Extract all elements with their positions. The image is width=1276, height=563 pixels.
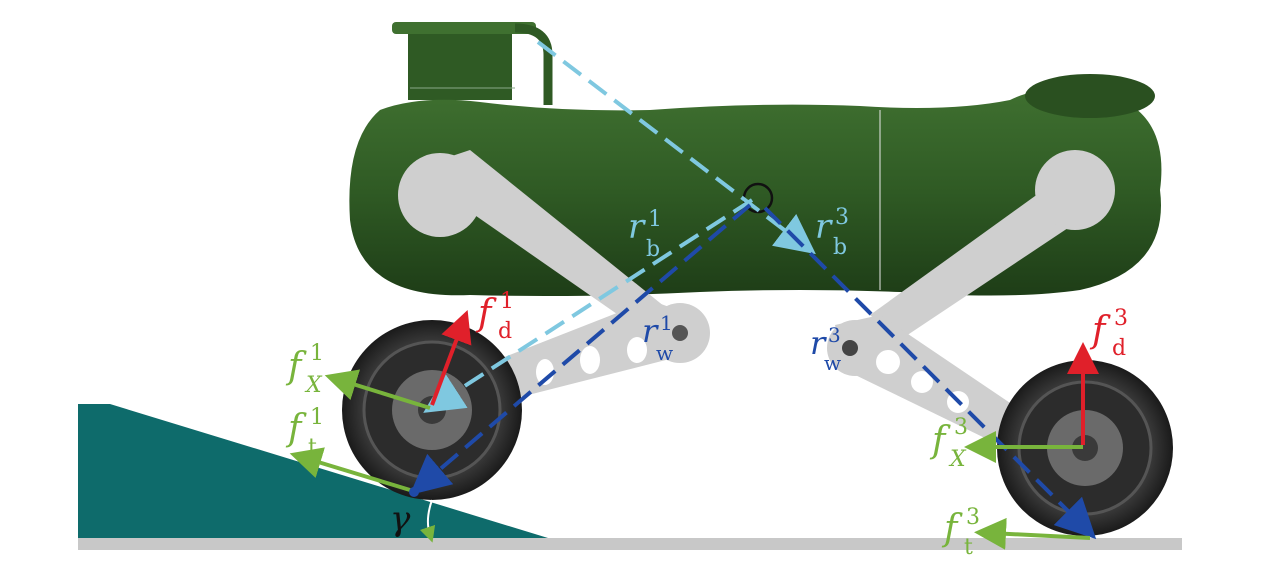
svg-text:X: X xyxy=(948,447,967,472)
svg-text:t: t xyxy=(308,435,317,460)
top-cylinder xyxy=(392,22,553,105)
svg-text:X: X xyxy=(304,373,323,398)
svg-text:b: b xyxy=(833,235,847,260)
vector-rw1 xyxy=(409,203,752,495)
svg-text:3: 3 xyxy=(1114,306,1128,331)
force-fX1 xyxy=(324,369,431,410)
contact-point xyxy=(409,487,419,497)
rear-cap xyxy=(1025,74,1155,118)
svg-text:1: 1 xyxy=(660,311,673,335)
ground-strip xyxy=(78,538,1182,550)
label-ft1: f 1 t xyxy=(285,405,324,460)
force-fd1 xyxy=(430,310,472,406)
svg-text:w: w xyxy=(656,341,673,365)
svg-text:1: 1 xyxy=(500,289,514,314)
vector-rw3 xyxy=(763,206,1097,540)
label-rw3: r 3 w xyxy=(810,323,841,375)
svg-text:r: r xyxy=(815,207,833,247)
label-gamma: γ xyxy=(390,499,411,539)
svg-text:d: d xyxy=(1112,336,1126,361)
svg-text:f: f xyxy=(285,346,307,387)
svg-text:3: 3 xyxy=(954,415,968,440)
svg-text:f: f xyxy=(475,293,497,334)
right-wheel xyxy=(997,360,1173,536)
svg-text:3: 3 xyxy=(828,323,841,347)
label-fX1: f 1 X xyxy=(285,341,324,398)
svg-text:w: w xyxy=(824,351,841,375)
force-ft3 xyxy=(974,517,1091,550)
left-pivot xyxy=(672,325,688,341)
svg-text:d: d xyxy=(498,319,512,344)
label-fd3: f 3 d xyxy=(1089,306,1128,361)
force-ft1 xyxy=(289,447,411,492)
svg-text:t: t xyxy=(964,535,973,560)
vector-rb1 xyxy=(423,198,754,413)
svg-text:1: 1 xyxy=(310,405,324,430)
right-pivot xyxy=(842,340,858,356)
svg-text:3: 3 xyxy=(835,205,849,230)
label-rb3: r 3 b xyxy=(815,205,849,260)
svg-text:f: f xyxy=(929,420,951,461)
label-fX3: f 3 X xyxy=(929,415,968,472)
svg-text:1: 1 xyxy=(310,341,324,366)
svg-text:1: 1 xyxy=(648,207,662,232)
left-wheel xyxy=(342,320,522,500)
svg-text:f: f xyxy=(285,408,307,449)
label-ft3: f 3 t xyxy=(941,505,980,560)
label-rb1: r 1 b xyxy=(628,207,662,262)
angle-arc-gamma xyxy=(419,499,436,543)
right-leg xyxy=(827,150,1115,460)
svg-text:r: r xyxy=(810,324,827,362)
svg-text:r: r xyxy=(628,207,646,247)
svg-text:r: r xyxy=(642,312,659,350)
svg-text:3: 3 xyxy=(966,505,980,530)
label-rw1: r 1 w xyxy=(642,311,673,365)
svg-text:b: b xyxy=(646,237,660,262)
vector-rb3 xyxy=(536,40,816,255)
svg-text:f: f xyxy=(1089,310,1111,351)
